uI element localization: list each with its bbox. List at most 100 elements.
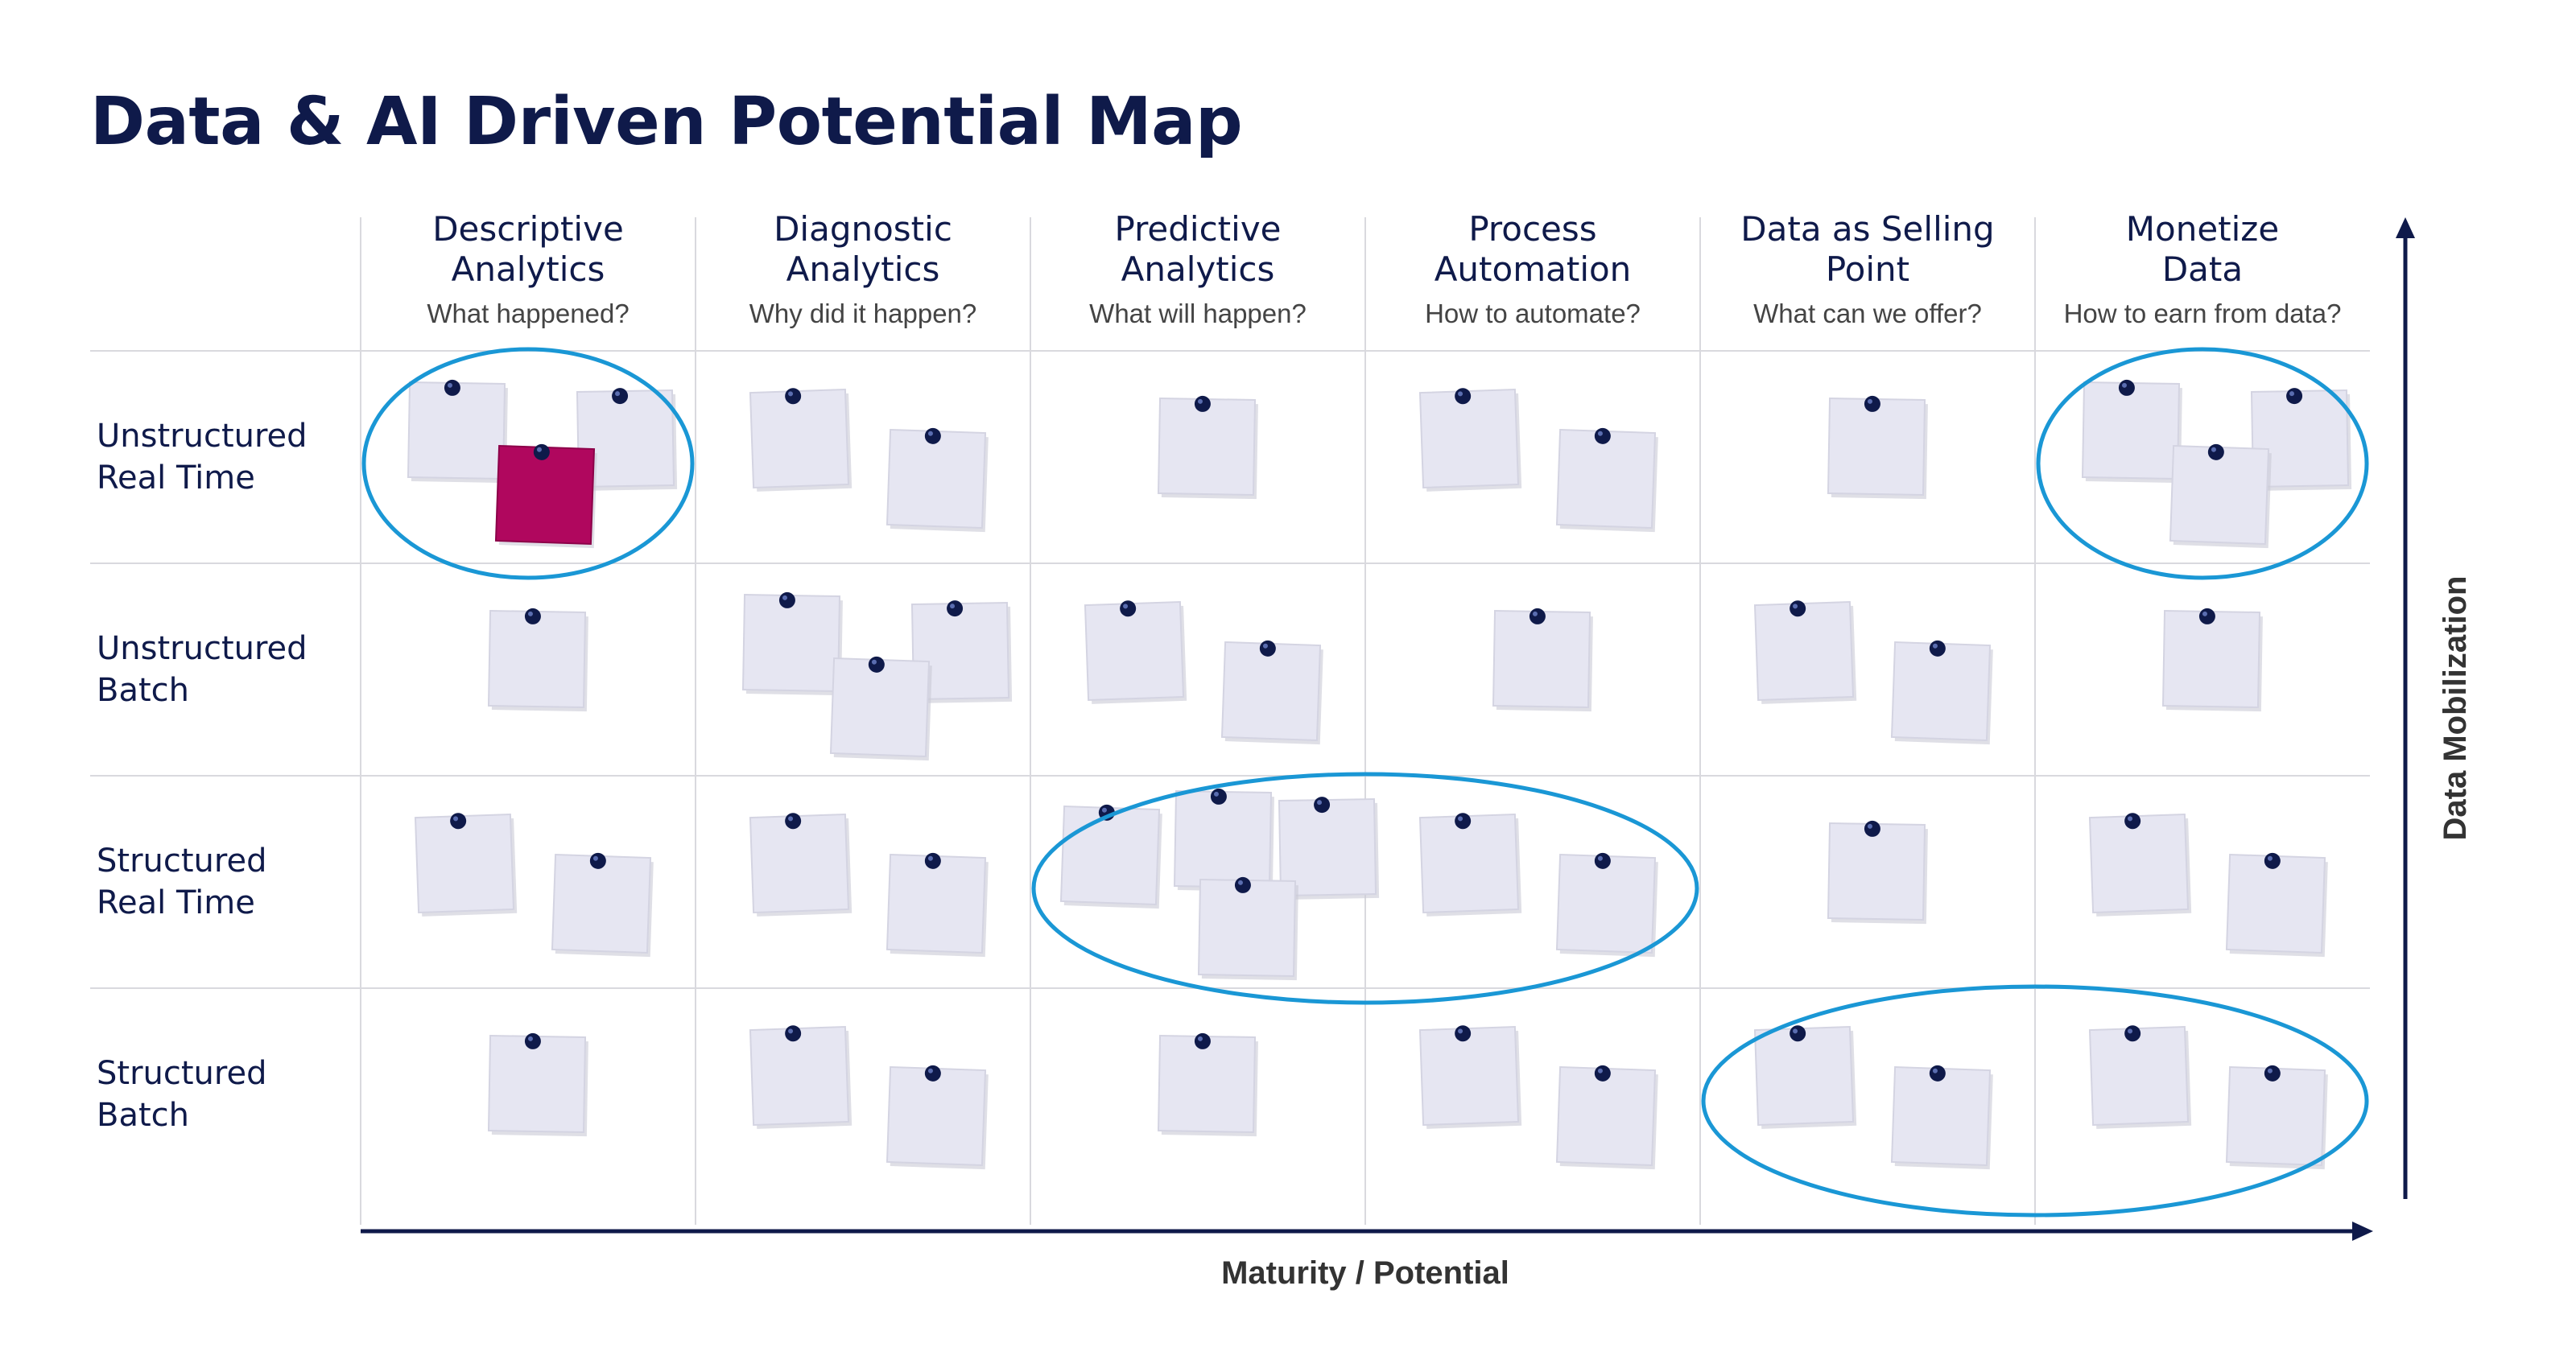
pin-shine [1932,1068,1938,1073]
pin-shine [1317,800,1323,806]
note-paper [829,657,931,758]
sticky-note [2088,1025,2192,1129]
pin-shine [1867,823,1872,829]
pin-shine [1197,1036,1203,1041]
note-paper [2081,381,2181,480]
pin-shine [1213,791,1219,797]
pin-shine [447,382,452,388]
pin-shine [1532,611,1538,616]
column-title-line2: Data [2161,249,2244,289]
note-paper [1890,1065,1992,1167]
sticky-note [1890,1065,1993,1170]
note-paper [2088,813,2190,914]
row-label-line2: Batch [97,1097,189,1134]
pin-shine [1237,880,1243,885]
pin-shine [1197,398,1203,404]
pin-shine [1101,807,1107,813]
row-label-line1: Unstructured [97,418,308,455]
axes [361,217,2415,1241]
pin-shine [927,1068,933,1073]
sticky-note [1157,395,1258,500]
sticky-note [1555,852,1658,958]
cluster-circle [2036,347,2369,580]
column-title-line1: Monetize [2125,209,2280,249]
pin-shine [592,855,598,861]
note-paper [1890,641,1992,742]
note-paper [1753,600,1855,702]
note-paper [1555,1065,1657,1167]
row-label-line1: Unstructured [97,630,308,667]
note-paper [2225,1065,2326,1167]
pin-shine [1597,855,1603,861]
note-paper [741,593,841,693]
pin-shine [527,1036,533,1041]
column-title-line2: Analytics [451,249,605,289]
column-subtitle: How to automate? [1425,299,1641,328]
pin-shine [2128,816,2133,822]
row-label-line1: Structured [97,843,267,880]
column-title-line2: Analytics [786,249,940,289]
row-label-line2: Real Time [97,459,255,497]
pin-shine [1793,604,1798,609]
note-paper [487,609,587,709]
y-axis-label: Data Mobilization [2438,575,2473,841]
sticky-note [487,1032,588,1137]
column-header-process-automation: Process Automation How to automate? [1365,209,1700,332]
x-axis-arrowhead [2352,1222,2373,1241]
note-paper [1418,388,1520,489]
sticky-note [886,427,989,533]
x-axis-label: Maturity / Potential [1221,1255,1509,1291]
pin-shine [527,611,533,616]
sticky-note [1197,876,1298,981]
pin-shine [2202,611,2207,616]
note-paper [2169,444,2270,546]
pin-shine [927,855,933,861]
sticky-note [1418,1025,1522,1129]
pin-shine [788,391,794,397]
note-paper [487,1034,587,1134]
pin-shine [1262,643,1268,649]
y-axis-arrowhead [2396,217,2415,238]
sticky-note [1173,788,1274,892]
pin-shine [1458,816,1463,822]
note-paper [2225,853,2326,954]
column-subtitle: Why did it happen? [749,299,977,328]
sticky-note [1157,1032,1258,1137]
sticky-note [741,591,843,696]
note-paper [886,1065,987,1167]
pin-shine [1932,643,1938,649]
note-paper [1827,397,1926,497]
pin-shine [453,816,459,822]
sticky-note [1084,600,1187,704]
sticky-note [1220,640,1323,745]
cluster-circle [361,347,695,580]
column-title-line1: Predictive [1114,209,1282,249]
sticky-note [576,388,678,491]
note-paper [886,853,987,954]
row-header-unstructured-batch: Unstructured Batch [97,628,354,711]
column-subtitle: What can we offer? [1753,299,1982,328]
note-paper [1555,428,1657,529]
note-paper [2088,1025,2190,1127]
pin-shine [871,659,877,665]
column-header-monetize-data: Monetize Data How to earn from data? [2035,209,2370,332]
row-header-unstructured-real-time: Unstructured Real Time [97,415,354,499]
column-subtitle: How to earn from data? [2063,299,2342,328]
column-title-line2: Point [1825,249,1910,289]
sticky-note [1418,813,1522,917]
row-header-structured-batch: Structured Batch [97,1053,354,1136]
note-paper [1157,397,1257,497]
row-label-line2: Real Time [97,884,255,921]
note-paper [1492,609,1591,709]
pin-shine [1123,604,1129,609]
sticky-notes [407,379,2352,1170]
pin-shine [1458,391,1463,397]
sticky-note [1492,608,1593,712]
note-paper [551,853,652,954]
sticky-note [551,852,654,958]
sticky-note [1753,1025,1857,1129]
sticky-note [1278,797,1380,900]
column-title-line1: Process [1468,209,1597,249]
note-paper [414,813,515,914]
